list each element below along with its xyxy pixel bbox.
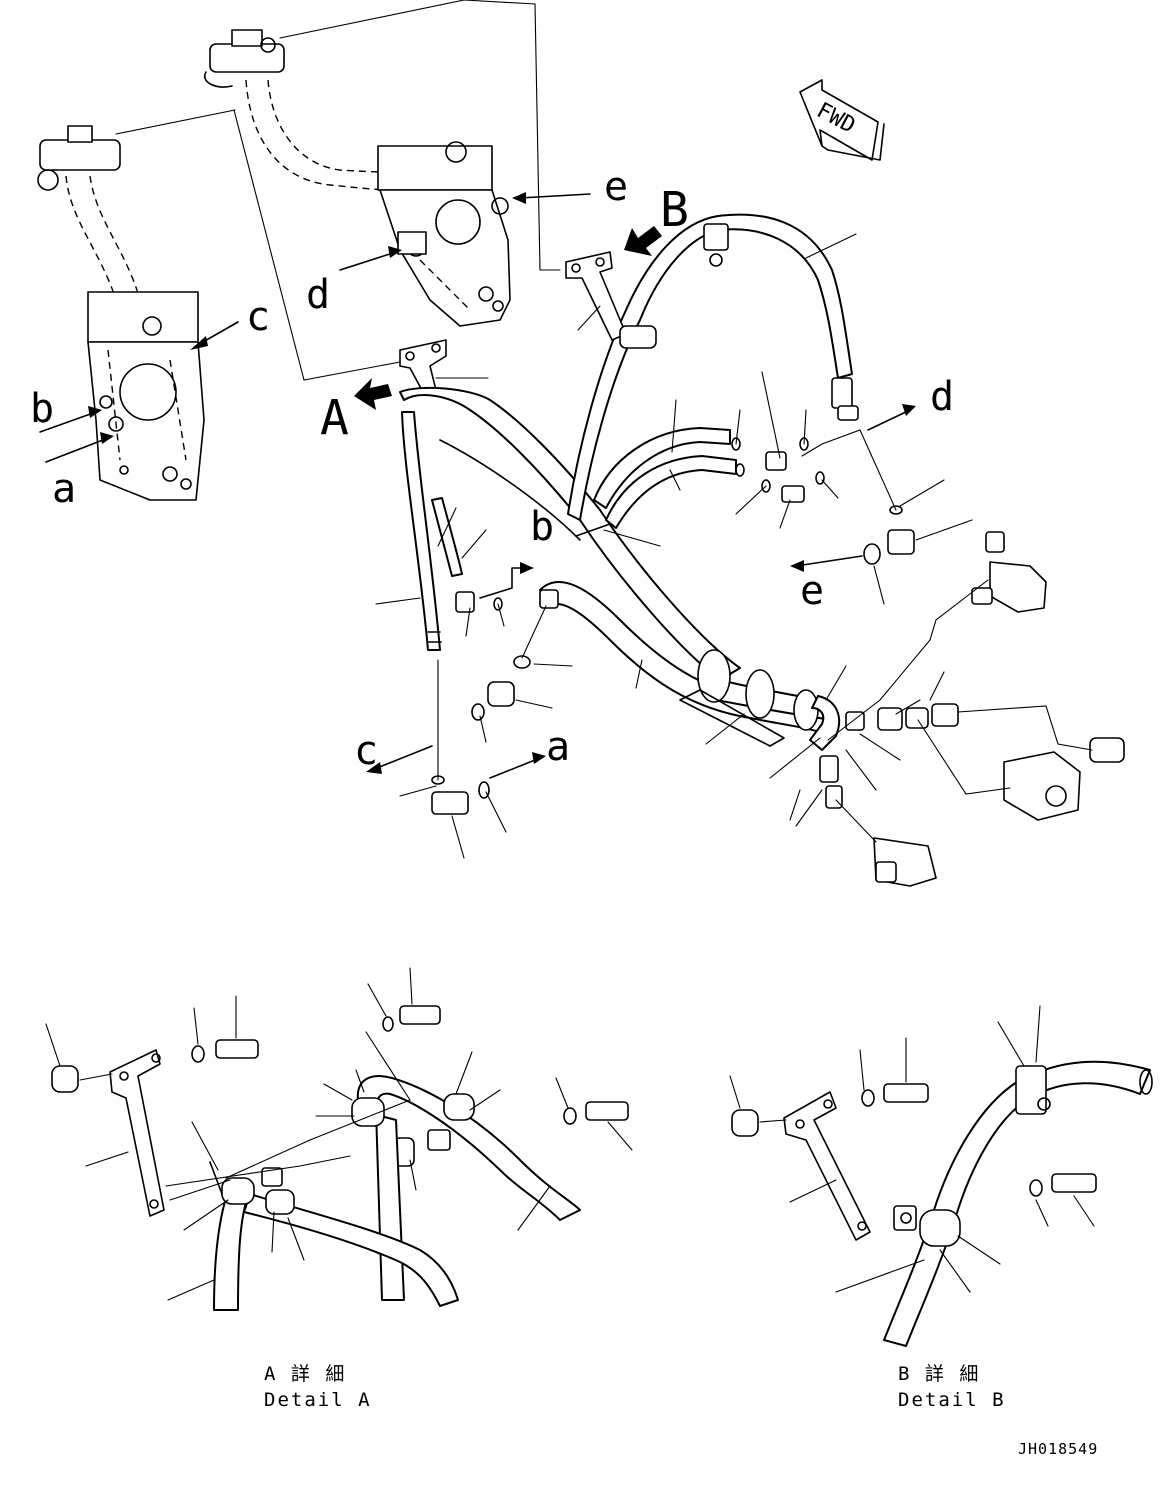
fwd-arrow-icon: FWD xyxy=(799,79,885,161)
svg-text:b: b xyxy=(530,504,554,550)
fittings-cluster xyxy=(431,437,915,815)
label-c-main: c xyxy=(354,728,433,774)
svg-text:e: e xyxy=(800,568,824,614)
leader-line xyxy=(115,109,236,135)
svg-text:b: b xyxy=(30,386,54,432)
leader-line xyxy=(233,109,401,381)
valve-right-bottom xyxy=(1003,737,1125,821)
label-b-left: b xyxy=(30,386,102,433)
label-b-main: b xyxy=(479,504,554,599)
leader-lines xyxy=(375,233,1093,859)
valve-assembly-left xyxy=(37,125,205,501)
detail-a: A 詳 細 Detail A xyxy=(45,967,633,1411)
svg-text:a: a xyxy=(52,466,76,512)
svg-text:e: e xyxy=(604,164,628,210)
svg-text:a: a xyxy=(546,724,570,770)
leader-line xyxy=(279,0,561,271)
detail-a-caption-en: Detail A xyxy=(264,1389,372,1411)
view-marker-a: A xyxy=(320,378,392,446)
label-e-main: e xyxy=(790,555,863,614)
detail-b: B 詳 細 Detail B xyxy=(729,1005,1153,1411)
svg-text:d: d xyxy=(306,272,330,318)
svg-text:c: c xyxy=(354,728,378,774)
label-d-main: d xyxy=(867,374,954,431)
valve-assembly-mid xyxy=(203,29,511,327)
valve-bottom-center xyxy=(873,837,937,887)
hose-harness xyxy=(399,213,959,809)
svg-text:d: d xyxy=(930,374,954,420)
drawing-code: JH018549 xyxy=(1018,1440,1098,1458)
view-marker-b: B xyxy=(624,182,689,256)
valve-right-top xyxy=(971,531,1047,613)
label-a-left: a xyxy=(45,432,114,512)
label-c-left: c xyxy=(190,294,270,350)
svg-text:c: c xyxy=(246,294,270,340)
detail-b-caption-en: Detail B xyxy=(898,1389,1006,1411)
detail-a-caption-jp: A 詳 細 xyxy=(264,1363,346,1385)
label-d-top: d xyxy=(306,246,402,318)
label-a-main: a xyxy=(489,724,570,779)
svg-text:A: A xyxy=(320,390,349,446)
svg-text:B: B xyxy=(660,182,689,238)
detail-b-caption-jp: B 詳 細 xyxy=(898,1363,980,1385)
label-e-top: e xyxy=(512,164,628,210)
